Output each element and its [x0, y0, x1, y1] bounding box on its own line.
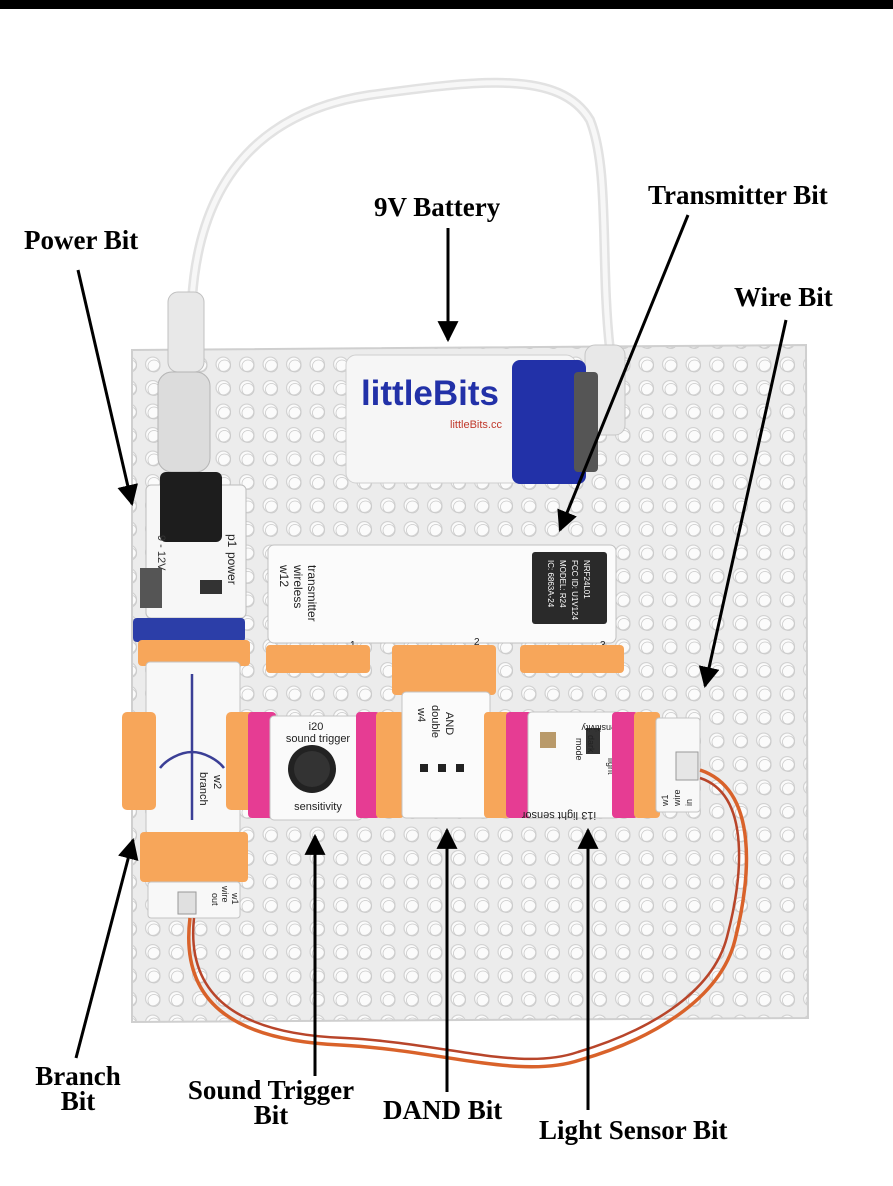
- label-wire: Wire Bit: [734, 282, 833, 312]
- wire-cable: [187, 768, 749, 1069]
- transmitter-line2: transmitter: [305, 565, 319, 622]
- battery-9v: littleBits littleBits.cc: [345, 354, 598, 484]
- wire-arrow: [698, 319, 788, 689]
- power-name: power: [225, 552, 239, 585]
- label-sound-trigger: Sound Trigger Bit: [176, 1075, 366, 1130]
- light-code: i13: [581, 809, 596, 821]
- dand-bit: w4 double AND: [401, 691, 491, 819]
- power-arrow: [76, 269, 138, 507]
- branch-arrow: [74, 837, 139, 1059]
- transmitter-code: w12: [277, 564, 291, 587]
- power-bit: 9 - 12V p1 power: [133, 472, 247, 642]
- wire-in-bit: w1 wire in: [655, 717, 701, 813]
- label-power: Power Bit: [24, 225, 139, 255]
- wire-in-line1: wire: [672, 789, 682, 807]
- label-battery: 9V Battery: [374, 192, 501, 222]
- annotation-arrows: [74, 214, 788, 1110]
- dand-line2: AND: [443, 712, 455, 735]
- dand-line1: double: [429, 705, 441, 738]
- label-dand: DAND Bit: [383, 1095, 503, 1125]
- label-light-sensor: Light Sensor Bit: [539, 1115, 728, 1145]
- light-name: light sensor: [521, 809, 578, 821]
- light-sensor-bit: sensitivity dark mode light i13 light se…: [484, 711, 660, 821]
- wire-out-line2: out: [210, 893, 220, 906]
- wire-in-line2: in: [684, 799, 694, 806]
- transmitter-module-line4: NRF24L01: [582, 560, 591, 599]
- label-transmitter: Transmitter Bit: [648, 180, 828, 210]
- transmitter-arrow: [557, 214, 690, 532]
- label-branch-line1: Branch: [35, 1061, 121, 1091]
- label-sound-line2: Bit: [253, 1100, 289, 1130]
- label-sound-line1: Sound Trigger: [187, 1075, 355, 1105]
- sound-name: sound trigger: [286, 733, 351, 745]
- sound-trigger-bit: i20 sound trigger sensitivity: [248, 712, 404, 821]
- wire-out-line1: wire: [220, 885, 230, 903]
- transmitter-module-line2: MODEL: R24: [558, 560, 567, 608]
- label-branch-line2: Bit: [60, 1086, 96, 1116]
- sound-knob: sensitivity: [294, 801, 342, 813]
- battery-url: littleBits.cc: [450, 419, 502, 431]
- transmitter-bit: IC: 6863A-24 MODEL: R24 FCC ID: U1V124 N…: [266, 544, 624, 695]
- branch-name: branch: [197, 772, 209, 806]
- transmitter-module-line1: IC: 6863A-24: [546, 560, 555, 608]
- sound-code: i20: [309, 721, 324, 733]
- wire-out-code: w1: [230, 892, 240, 905]
- wire-in-code: w1: [660, 794, 670, 807]
- power-code: p1: [225, 534, 239, 548]
- battery-cable: [157, 77, 626, 473]
- light-mode: mode: [574, 738, 584, 761]
- top-border: [0, 0, 893, 9]
- light-light: light: [606, 758, 616, 775]
- wire-out-bit: w1 wire out: [147, 881, 241, 919]
- transmitter-channel-2: 2: [474, 637, 480, 648]
- power-voltage: 9 - 12V: [155, 535, 167, 571]
- battery-brand: littleBits: [361, 374, 499, 413]
- transmitter-module-line3: FCC ID: U1V124: [570, 560, 579, 621]
- branch-code: w2: [211, 774, 223, 789]
- light-dark: dark: [586, 735, 596, 753]
- transmitter-line1: wireless: [291, 564, 305, 608]
- label-branch: Branch Bit: [28, 1061, 128, 1116]
- dand-code: w4: [415, 707, 427, 722]
- light-knob: sensitivity: [581, 723, 621, 733]
